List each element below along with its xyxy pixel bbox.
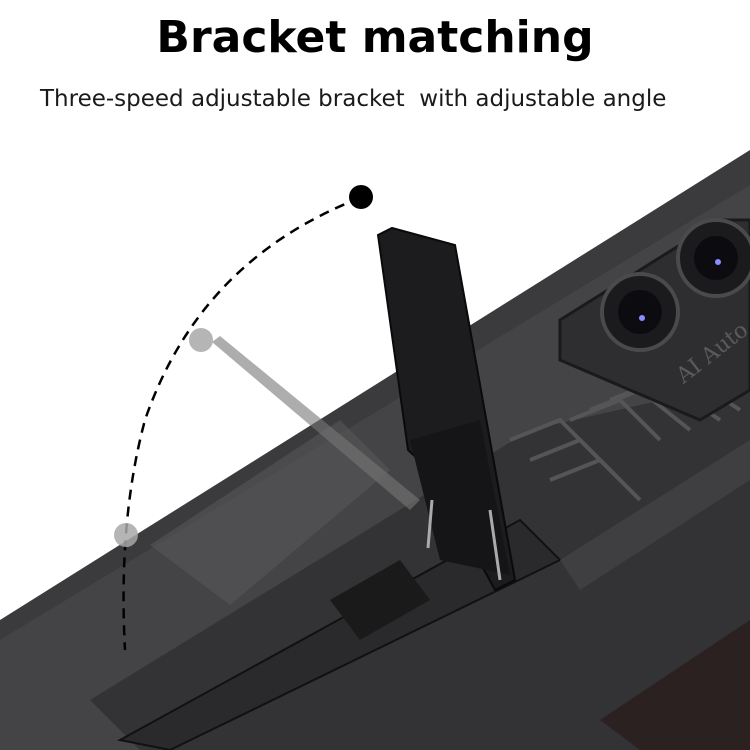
headline: Bracket matching <box>156 12 594 63</box>
kickstand <box>376 226 517 592</box>
position-marker-high <box>349 185 373 209</box>
stand-ghost-low <box>150 420 390 605</box>
position-marker-low <box>114 523 138 547</box>
phone-case <box>0 150 750 750</box>
position-marker-mid <box>189 328 213 352</box>
stand-ghost-mid <box>212 336 420 510</box>
camera-module: AI Auto <box>558 218 750 422</box>
subheadline: Three-speed adjustable bracket with adju… <box>40 86 667 112</box>
angle-arc <box>122 196 361 651</box>
